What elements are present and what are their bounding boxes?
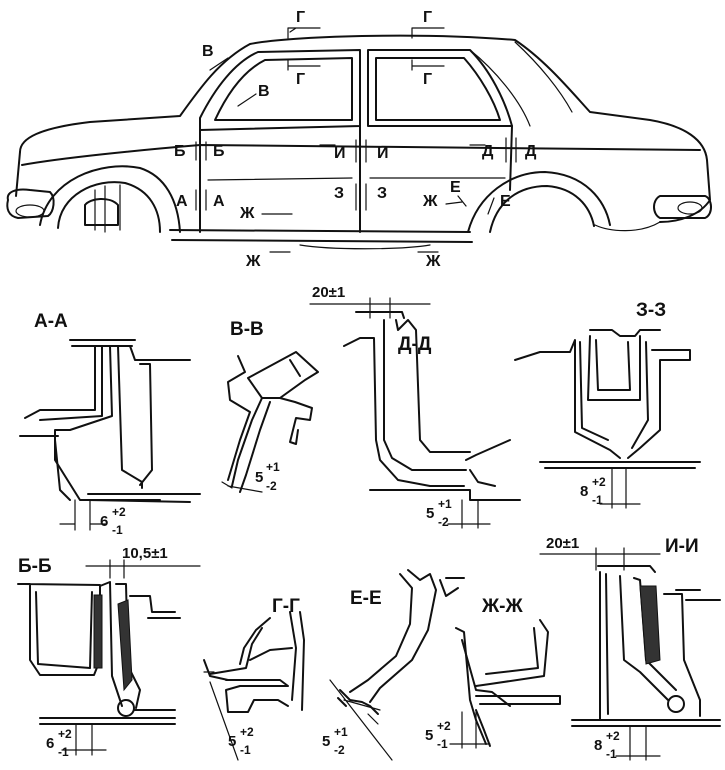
section-vv-dim-lower: -2	[266, 479, 277, 493]
marker-zh-bottom-right: Ж	[425, 253, 441, 270]
section-aa: А-А 6 +2 -1	[19, 311, 201, 537]
section-ii: 20±1 И-И 8 +2 -1	[539, 535, 721, 761]
section-bb-dim-upper: +2	[58, 727, 72, 741]
section-gg-dim-upper: +2	[240, 725, 254, 739]
section-zz-title: З-З	[636, 300, 666, 321]
section-gg: Г-Г 5 +2 -1	[203, 596, 305, 761]
marker-z-left: З	[334, 185, 344, 202]
section-zhzh-dim-upper: +2	[437, 719, 451, 733]
section-vv-dim-upper: +1	[266, 460, 280, 474]
section-vv-dim-base: 5	[255, 469, 263, 486]
marker-b-right: Б	[213, 143, 225, 160]
section-vv-title: В-В	[230, 319, 264, 340]
section-bb-dim-top: 10,5±1	[122, 545, 168, 562]
marker-z-right: З	[377, 185, 387, 202]
section-aa-dim-base: 6	[100, 513, 108, 530]
marker-b-left: Б	[174, 143, 186, 160]
marker-zh-bottom-left: Ж	[245, 253, 261, 270]
marker-zh-sill-right: Ж	[422, 193, 438, 210]
section-ee-dim-upper: +1	[334, 725, 348, 739]
section-zhzh-dim-base: 5	[425, 727, 433, 744]
car-section-markers: Г Г Г Г В В Б Б А А И И З З Д Д Е Е Ж Ж …	[174, 9, 537, 270]
section-ii-dim-upper: +2	[606, 729, 620, 743]
section-ii-dim-lower: -1	[606, 747, 617, 761]
marker-v-top: В	[202, 43, 214, 60]
section-zz-dim-base: 8	[580, 483, 588, 500]
section-zhzh: Ж-Ж 5 +2 -1	[425, 596, 561, 751]
marker-a-right: А	[213, 193, 225, 210]
marker-v-bottom: В	[258, 83, 270, 100]
section-ii-title: И-И	[665, 536, 699, 557]
marker-g-door-right: Г	[423, 71, 432, 88]
section-ii-dim-top: 20±1	[546, 535, 579, 552]
marker-zh-sill-left: Ж	[239, 205, 255, 222]
section-dd-dim-lower: -2	[438, 515, 449, 529]
marker-e-top: Е	[450, 179, 461, 196]
marker-g-roof-left: Г	[296, 9, 305, 26]
section-dd-dim-base: 5	[426, 505, 434, 522]
section-bb: Б-Б 10,5±1 6 +2 -1	[17, 545, 201, 759]
section-aa-dim-lower: -1	[112, 523, 123, 537]
section-zz: З-З 8 +2 -1	[514, 300, 701, 509]
marker-g-door-left: Г	[296, 71, 305, 88]
section-ee-dim-base: 5	[322, 733, 330, 750]
section-aa-title: А-А	[34, 311, 68, 332]
section-bb-title: Б-Б	[18, 556, 52, 577]
section-ii-dim-base: 8	[594, 737, 602, 754]
marker-i-right: И	[377, 145, 389, 162]
section-bb-dim-lower: -1	[58, 745, 69, 759]
marker-e-bottom: Е	[500, 193, 511, 210]
marker-a-left: А	[176, 193, 188, 210]
section-gg-dim-base: 5	[228, 733, 236, 750]
section-aa-dim-upper: +2	[112, 505, 126, 519]
section-ee-dim-lower: -2	[334, 743, 345, 757]
marker-i-left: И	[334, 145, 346, 162]
section-gg-title: Г-Г	[272, 596, 300, 617]
section-zz-dim-lower: -1	[592, 493, 603, 507]
marker-d-left: Д	[482, 143, 494, 160]
section-ee: Е-Е 5 +1 -2	[322, 569, 465, 761]
marker-d-right: Д	[525, 143, 537, 160]
section-zhzh-dim-lower: -1	[437, 737, 448, 751]
section-bb-dim-base: 6	[46, 735, 54, 752]
section-dd-dim-upper: +1	[438, 497, 452, 511]
marker-g-roof-right: Г	[423, 9, 432, 26]
section-gg-dim-lower: -1	[240, 743, 251, 757]
section-dd: 20±1 Д-Д 5 +1 -2	[309, 284, 521, 529]
car-body-side-view	[6, 34, 712, 250]
section-zhzh-title: Ж-Ж	[481, 596, 523, 617]
section-dd-title: Д-Д	[398, 334, 432, 355]
section-zz-dim-upper: +2	[592, 475, 606, 489]
section-dd-dim-top: 20±1	[312, 284, 345, 301]
section-ee-title: Е-Е	[350, 588, 382, 609]
section-vv: В-В 5 +1 -2	[221, 319, 319, 493]
